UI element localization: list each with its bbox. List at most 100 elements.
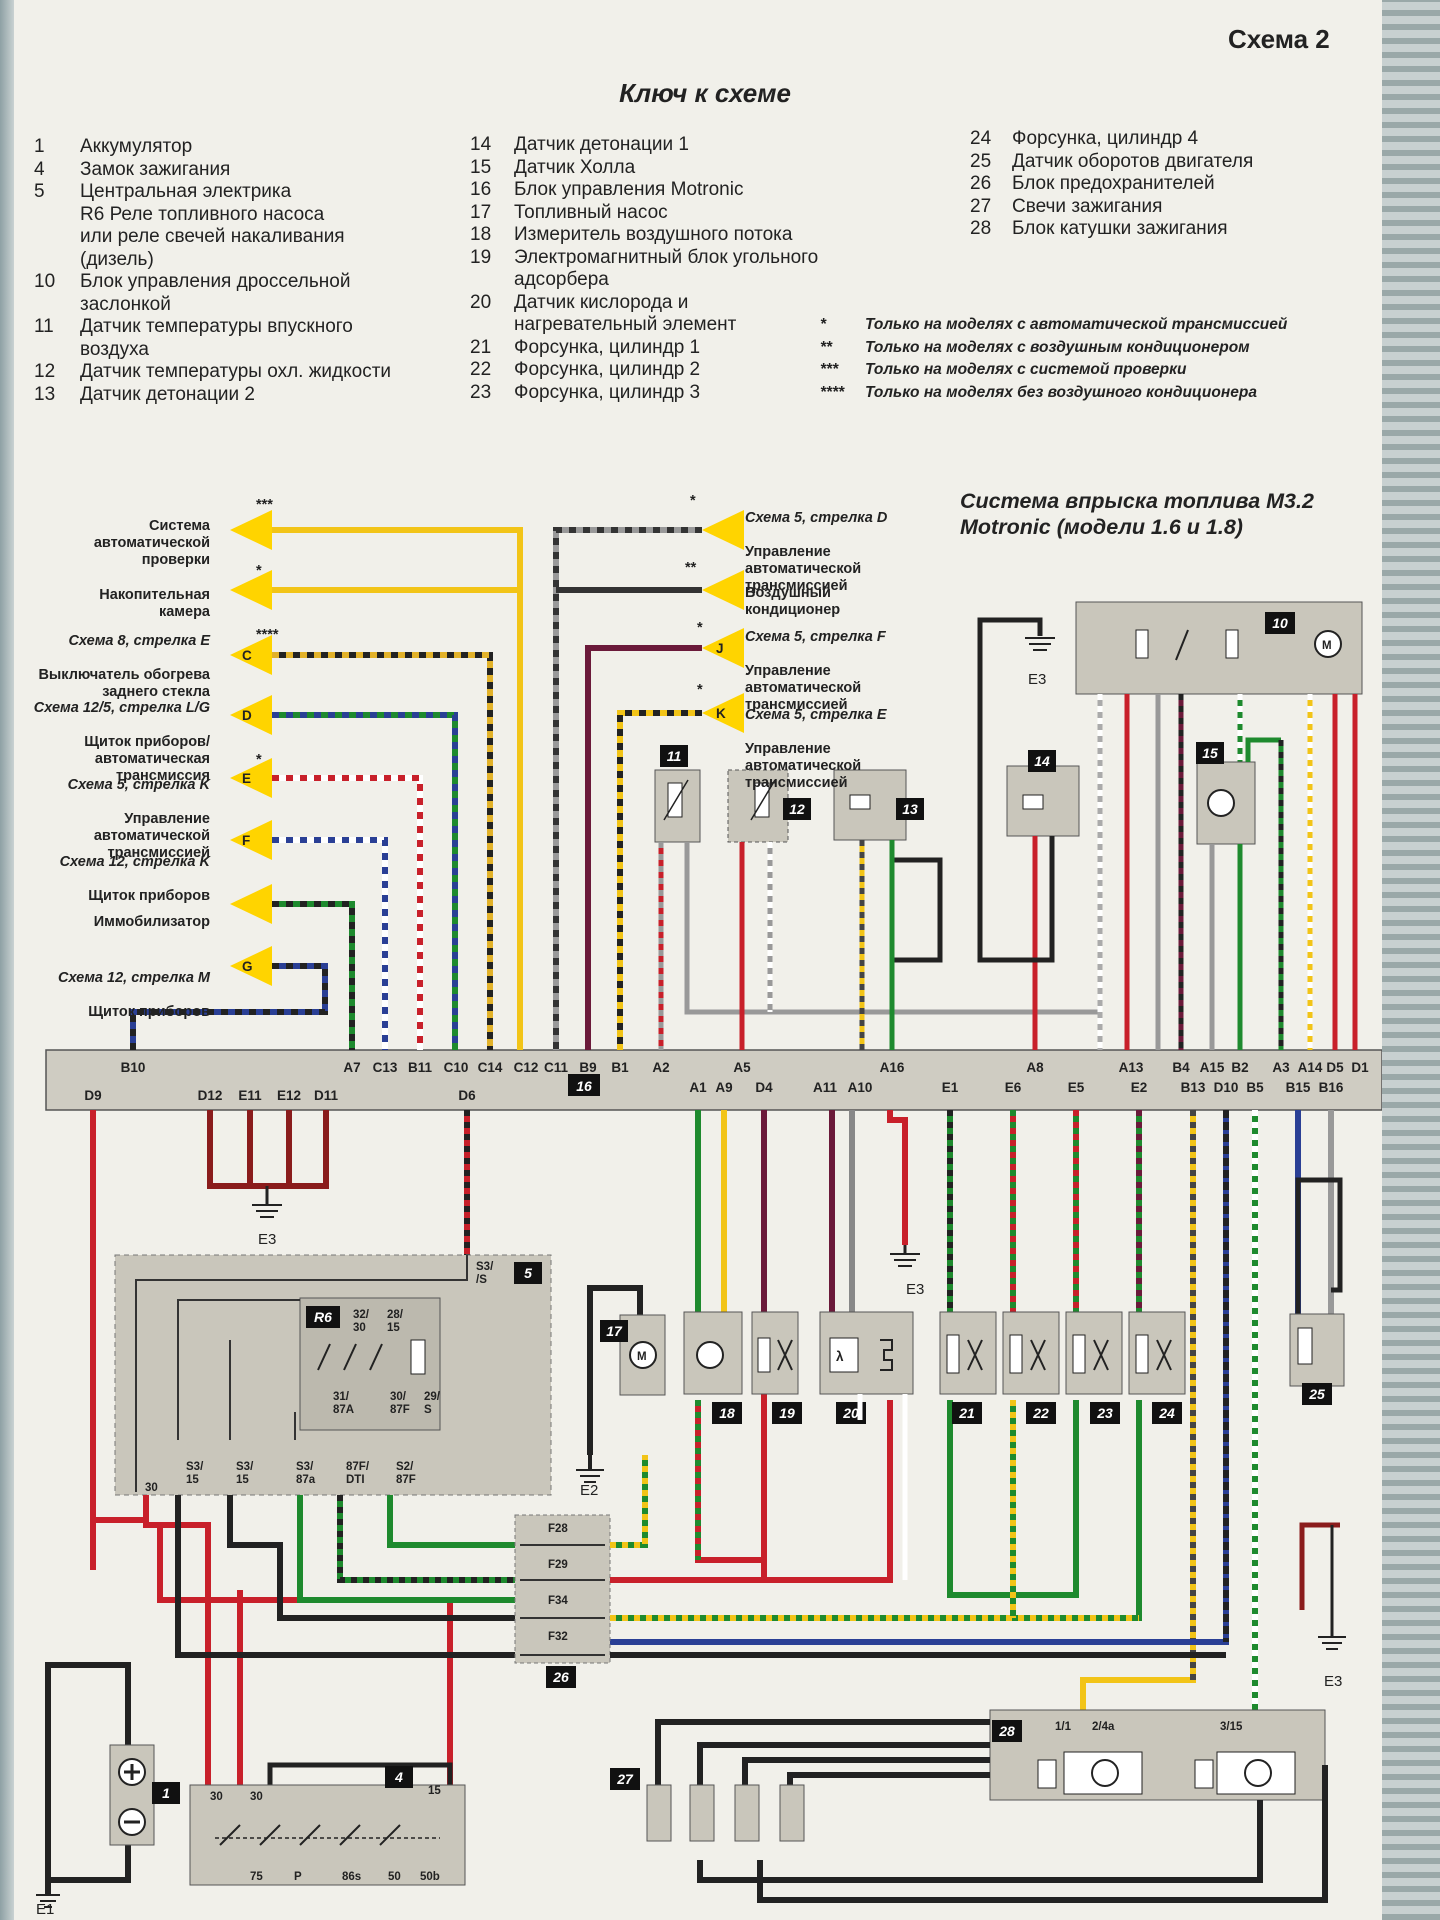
- ground-label: E3: [906, 1281, 924, 1298]
- footnote-symbol: ****: [820, 383, 845, 401]
- star-mark: ***: [256, 497, 273, 513]
- ground-label: E3: [1028, 671, 1046, 688]
- pin-label: A14: [1298, 1060, 1323, 1075]
- key-number: 25: [970, 150, 992, 172]
- left-arrows: C D E F G: [230, 510, 272, 986]
- relay-box-pin: S2/87F: [396, 1461, 416, 1486]
- pin-label: A3: [1272, 1060, 1290, 1075]
- component-badge: [896, 798, 924, 820]
- component-badge: [1028, 750, 1056, 772]
- footnote-text: Только на моделях без воздушного кондици…: [865, 383, 1257, 401]
- component-number: 13: [902, 801, 918, 817]
- relay-contact-icon: [317, 1343, 383, 1371]
- ground-e3-mid: E3: [890, 1245, 924, 1298]
- relay-badge: [306, 1306, 340, 1328]
- footnote-text: Только на моделях с системой проверки: [865, 361, 1187, 378]
- injector-22: 22: [1002, 1311, 1060, 1424]
- label-star: *: [697, 682, 703, 699]
- inductive-sensor-icon: [1297, 1327, 1313, 1365]
- key-text: Форсунка, цилиндр 1: [514, 336, 701, 358]
- pin-label: E11: [238, 1088, 262, 1103]
- relay-box-pin: S3//S: [476, 1261, 494, 1286]
- component-number: 25: [1308, 1386, 1325, 1402]
- key-number: 14: [470, 134, 492, 155]
- oxygen-sensor-20: 20 λ: [819, 1311, 914, 1580]
- relay-coil-icon: [410, 1339, 426, 1375]
- knock-sensor-14-box: [1006, 765, 1080, 837]
- ecu-bottom-pins: D9 D12 E11 E12 D11 D6 A1 A9 D4 A11 A10 E…: [84, 1080, 1344, 1103]
- pin-label: B4: [1172, 1060, 1190, 1075]
- transistor-icon: [696, 1341, 724, 1369]
- component-number: 27: [616, 1771, 634, 1787]
- knock-sensor-13: 13: [833, 769, 924, 841]
- key-number: 4: [34, 158, 45, 180]
- label-star: *: [697, 620, 703, 637]
- pin-label: B15: [1286, 1080, 1311, 1095]
- component-badge: [1152, 1402, 1182, 1424]
- injector-coil-icon: [1009, 1334, 1023, 1374]
- pin-label: C13: [373, 1060, 398, 1075]
- motor-icon: [1314, 630, 1342, 658]
- relay-pin: 28/15: [387, 1309, 404, 1334]
- right-arrows: J K: [702, 510, 744, 733]
- injector-valve-icon: [1093, 1339, 1109, 1371]
- fuse-label: F32: [548, 1631, 568, 1643]
- arrow-e: [230, 758, 272, 798]
- component-badge: [600, 1320, 628, 1342]
- component-badge: [152, 1782, 180, 1804]
- key-text: Блок управления Motronic: [514, 179, 744, 200]
- key-number: 24: [970, 128, 992, 149]
- spark-plug-icon: [646, 1784, 672, 1842]
- ground-e3-right: E3: [1299, 1522, 1346, 1690]
- throttle-control-unit-10: 10 M: [1075, 601, 1363, 695]
- component-number: 12: [789, 801, 805, 817]
- pin-label: C11: [544, 1060, 569, 1075]
- potentiometer-icon: [1225, 629, 1239, 659]
- component-number: 11: [667, 748, 682, 764]
- ignition-pin: 50b: [420, 1871, 440, 1883]
- left-label-canister: Накопительная камера: [99, 570, 210, 621]
- key-number: 23: [470, 381, 492, 403]
- central-electrics-5: 5 R6 32/30 28/15 31/87A 30/87F 29/S S3//…: [114, 1254, 552, 1496]
- key-text: Аккумулятор: [80, 136, 193, 157]
- star-mark: *: [690, 493, 696, 509]
- lambda-label: λ: [836, 1349, 844, 1364]
- knock-sensor-icon: [849, 794, 871, 810]
- arrow-immobilizer: [230, 884, 272, 924]
- throttle-wires: [1097, 694, 1358, 1050]
- transistor-icon: [1244, 1759, 1272, 1787]
- relay-box-pin: 30: [145, 1482, 158, 1494]
- key-text: Форсунка, цилиндр 2: [514, 359, 701, 380]
- coil-winding-icon: [1194, 1759, 1214, 1789]
- knock-sensor-icon: [1022, 794, 1044, 810]
- hall-sensor-15: 15: [1196, 742, 1256, 845]
- pin-label: B11: [408, 1060, 433, 1075]
- fuse-label: F29: [548, 1559, 568, 1571]
- key-number: 28: [970, 218, 992, 239]
- component-badge: [660, 745, 688, 767]
- sensor-11: 11: [654, 745, 701, 843]
- key-text: Блок управления дроссельной заслонкой: [80, 271, 351, 315]
- pin-label: E12: [277, 1088, 301, 1103]
- component-badge: [952, 1402, 982, 1424]
- ignition-pin: 75: [250, 1871, 263, 1883]
- pin-label: A2: [652, 1060, 669, 1075]
- component-badge: [1196, 742, 1224, 764]
- pin-label: A15: [1200, 1060, 1225, 1075]
- component-number: 10: [1272, 615, 1288, 631]
- component-badge: [1026, 1402, 1056, 1424]
- arrow-f: [230, 820, 272, 860]
- heater-icon: [880, 1339, 893, 1371]
- footnote-symbol: ***: [820, 361, 839, 378]
- label-text: Щиток приборов: [88, 888, 210, 904]
- relay-box-pin: S3/87a: [296, 1461, 316, 1486]
- arrow-letter: C: [242, 648, 252, 663]
- resistor-icon: [667, 782, 683, 818]
- key-number: 18: [470, 224, 492, 245]
- ignition-pin: 15: [428, 1785, 441, 1797]
- key-number: 27: [970, 195, 992, 217]
